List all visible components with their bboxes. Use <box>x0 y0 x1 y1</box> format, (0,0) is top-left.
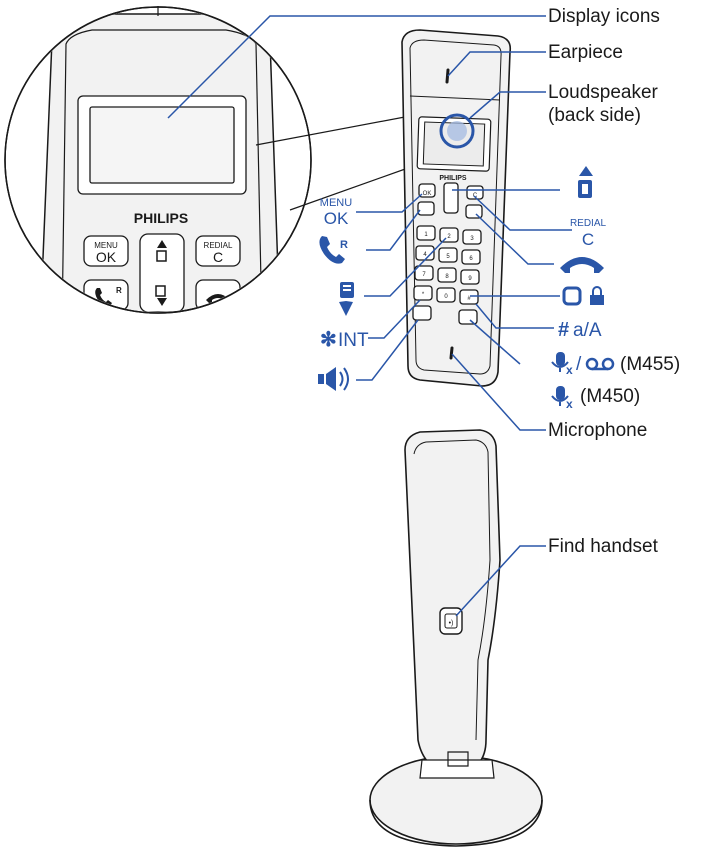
end-call-icon <box>560 257 604 273</box>
label-earpiece: Earpiece <box>548 42 623 63</box>
keylock-icon <box>562 286 604 306</box>
svg-text:C: C <box>473 193 478 199</box>
label-display-icons: Display icons <box>548 6 660 27</box>
svg-text:C: C <box>582 230 594 249</box>
label-loudspeaker-back: (back side) <box>548 105 641 126</box>
mute-answering-legend: x / (M455) <box>551 352 680 377</box>
star-legend: ✻ INT <box>320 329 369 351</box>
svg-text:REDIAL: REDIAL <box>204 241 233 250</box>
svg-text:(M450): (M450) <box>580 386 640 407</box>
svg-text:R: R <box>340 239 348 251</box>
base-station: •) <box>369 429 543 847</box>
svg-text:1: 1 <box>424 232 428 238</box>
svg-text:(M455): (M455) <box>620 354 680 375</box>
svg-text:2: 2 <box>447 234 451 240</box>
svg-text:•): •) <box>449 620 454 627</box>
svg-text:4: 4 <box>423 252 427 258</box>
svg-text:a/A: a/A <box>573 320 602 341</box>
svg-text:7: 7 <box>422 272 426 278</box>
redial-c-legend: REDIAL C <box>570 218 607 249</box>
svg-text:#: # <box>558 319 569 341</box>
svg-text:x: x <box>566 397 573 411</box>
label-loudspeaker: Loudspeaker <box>548 82 659 103</box>
hash-legend: # a/A <box>558 319 602 341</box>
svg-text:3: 3 <box>470 236 474 242</box>
svg-text:REDIAL: REDIAL <box>570 218 607 229</box>
svg-text:OK: OK <box>324 209 349 228</box>
svg-text:0: 0 <box>444 294 448 300</box>
svg-text:✻: ✻ <box>320 329 337 351</box>
magnified-brand: PHILIPS <box>134 210 188 226</box>
svg-text:6: 6 <box>469 256 473 262</box>
svg-text:R: R <box>116 286 122 295</box>
magnified-talk-key: R <box>83 279 129 311</box>
svg-text:5: 5 <box>446 254 450 260</box>
svg-text:x: x <box>566 363 573 377</box>
menu-ok-legend: MENU OK <box>320 197 352 228</box>
magnified-redial-key: REDIAL C <box>195 235 241 267</box>
label-find-handset: Find handset <box>548 536 659 557</box>
svg-text:8: 8 <box>445 274 449 280</box>
loudspeaker-highlight <box>439 113 475 149</box>
svg-text:/: / <box>576 354 582 375</box>
handset: PHILIPS OK C 1 2 3 4 5 6 7 8 9 * 0 # <box>401 29 512 387</box>
svg-text:MENU: MENU <box>320 197 352 209</box>
speaker-icon <box>318 367 349 391</box>
label-microphone: Microphone <box>548 420 647 441</box>
svg-text:OK: OK <box>96 249 117 265</box>
magnified-nav-key <box>139 233 185 312</box>
earpiece-slot <box>445 68 450 84</box>
magnified-view: PHILIPS MENU OK REDIAL C <box>4 6 411 314</box>
svg-text:#: # <box>467 296 471 302</box>
mute-legend-m450: x (M450) <box>551 386 640 411</box>
handset-brand: PHILIPS <box>439 175 467 182</box>
phonebook-up-icon <box>578 166 593 198</box>
svg-text:C: C <box>213 249 223 265</box>
talk-icon: R <box>319 236 348 264</box>
call-log-down-icon <box>339 282 354 316</box>
svg-text:INT: INT <box>338 330 369 351</box>
svg-text:MENU: MENU <box>94 241 118 250</box>
svg-text:*: * <box>422 292 425 298</box>
svg-text:9: 9 <box>468 276 472 282</box>
svg-text:OK: OK <box>423 191 432 197</box>
leader-lines <box>167 15 572 617</box>
magnified-menu-ok-key: MENU OK <box>83 235 129 267</box>
microphone-slot <box>449 346 454 360</box>
